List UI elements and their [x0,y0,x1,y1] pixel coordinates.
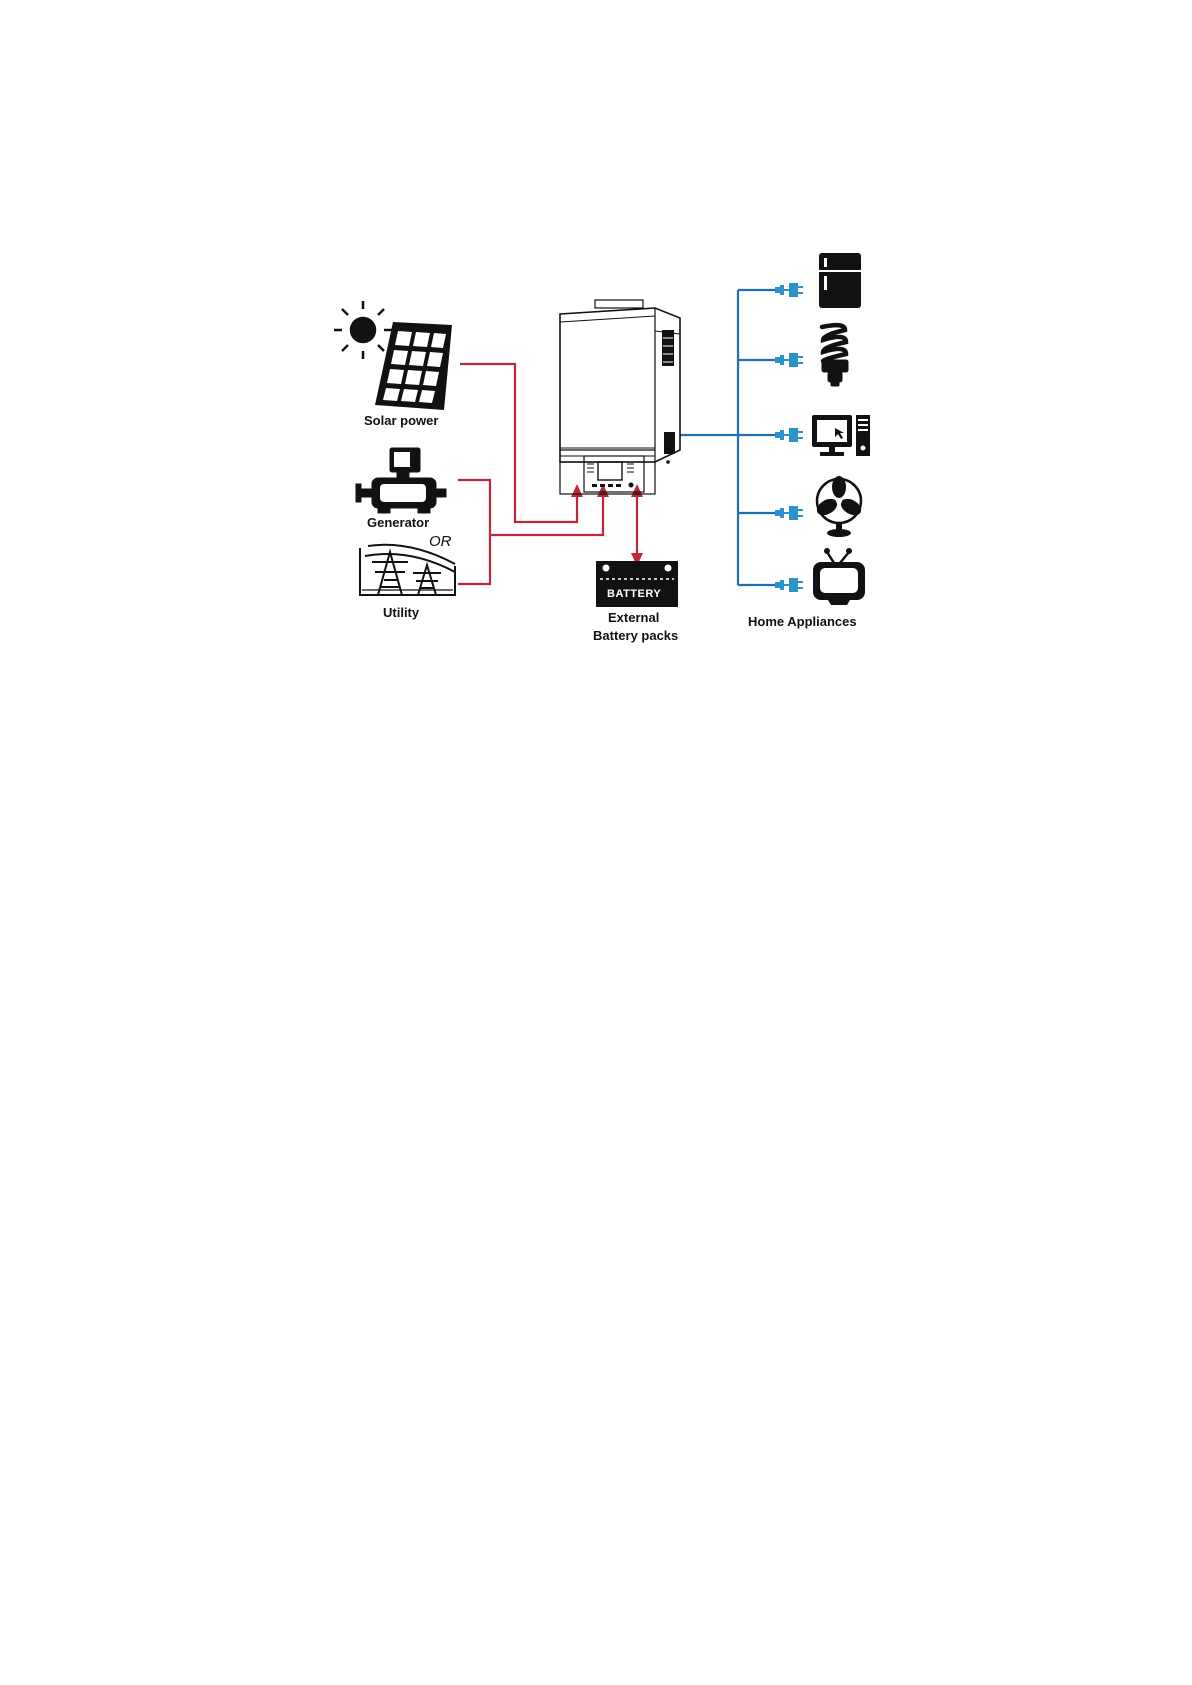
power-tower-icon [360,545,455,595]
plug-icon [775,578,803,592]
utility-label: Utility [383,605,420,620]
battery-label-line1: External [608,610,659,625]
inverter-unit [560,300,680,494]
generator-icon [356,448,446,513]
computer-icon [812,415,870,456]
plug-icon [775,506,803,520]
appliances-label: Home Appliances [748,614,857,629]
plug-icon [775,283,803,297]
plug-icon [775,353,803,367]
input-arrowheads [571,484,643,566]
solar-label: Solar power [364,413,438,428]
arrow-solar [571,484,583,497]
or-label: OR [429,533,452,550]
refrigerator-icon [819,253,861,308]
output-wiring [680,290,775,585]
generator-line [458,480,603,535]
tv-icon [813,548,865,605]
plug-icon [775,428,803,442]
battery-badge: BATTERY [607,588,661,600]
light-bulb-icon [822,325,848,386]
solar-panel-icon [375,322,452,410]
sun-icon [334,301,392,359]
fan-icon [814,476,864,537]
battery-icon: BATTERY [596,561,678,607]
utility-line [458,535,490,584]
battery-label-line2: Battery packs [593,628,678,643]
generator-label: Generator [367,515,429,530]
plug-icons [775,283,803,592]
